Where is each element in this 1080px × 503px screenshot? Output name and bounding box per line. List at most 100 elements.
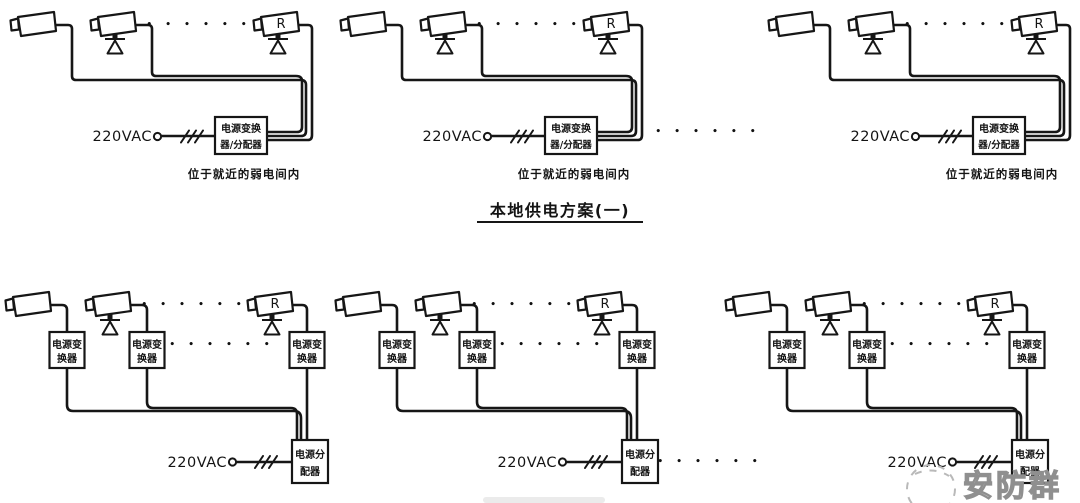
watermark-text: 安防群 (963, 469, 1062, 503)
box-label-line2: 器/分配器 (549, 139, 592, 151)
converter-label-line2: 换器 (857, 352, 878, 365)
terminal-circle (482, 131, 493, 142)
converter-label-line2: 换器 (467, 352, 488, 365)
power-distributor-box (620, 438, 660, 485)
mount-bracket-icon (267, 32, 289, 55)
ellipsis-dots: • • • • • • (499, 340, 604, 350)
box-label-line2: 器/分配器 (219, 139, 262, 151)
ellipsis-dots: • • • • • • (471, 300, 576, 310)
converter-label-line2: 换器 (57, 352, 78, 365)
power-converter-box (128, 330, 166, 370)
camera-icon (847, 10, 896, 38)
power-converter-box (378, 330, 416, 370)
ellipsis-dots: • • • • • • (146, 20, 251, 30)
camera-icon (414, 290, 463, 318)
power-converter-box (618, 330, 656, 370)
power-converter-box (458, 330, 496, 370)
terminal-circle (557, 457, 568, 467)
converter-label-line1: 电源变 (292, 338, 322, 351)
box-label-line1: 电源变换 (221, 122, 262, 135)
mount-bracket-icon (99, 313, 121, 336)
power-distributor-box (290, 438, 330, 485)
voltage-label: 220VAC (851, 129, 910, 145)
camera-icon (89, 10, 138, 38)
ellipsis-dots: • • • • • • (141, 300, 246, 310)
location-caption: 位于就近的弱电间内 (946, 167, 1059, 181)
repeater-label: R (600, 297, 609, 312)
terminal-circle (227, 457, 238, 467)
power-converter-box (768, 330, 806, 370)
converter-label-line2: 换器 (297, 352, 318, 365)
converter-label-line1: 电源变 (772, 338, 802, 351)
power-converter-box (288, 330, 326, 370)
power-distributor-box (1010, 438, 1050, 485)
terminal-circle (910, 131, 921, 142)
converter-distributor-box (213, 115, 269, 156)
converter-label-line2: 换器 (777, 352, 798, 365)
ellipsis-dots: • • • • • • (861, 300, 966, 310)
watermark-swirl-stroke (914, 469, 950, 477)
mount-bracket-icon (429, 313, 451, 336)
mount-bracket-icon (819, 313, 841, 336)
converter-label-line1: 电源变 (52, 338, 82, 351)
scheme-title: 本地供电方案(一) (490, 201, 630, 220)
mount-bracket-icon (434, 32, 456, 55)
cutoff-caption-artifact (483, 497, 605, 503)
converter-distributor-box (543, 115, 599, 156)
camera-icon (334, 290, 383, 318)
ellipsis-dots: • • • • • • (904, 20, 1009, 30)
camera-icon (419, 10, 468, 38)
power-converter-box (1008, 330, 1046, 370)
ellipsis-dots: • • • • • • (889, 340, 994, 350)
converter-label-line2: 换器 (627, 352, 648, 365)
converter-label-line2: 换器 (387, 352, 408, 365)
bottom-group-2: • • • • • • R 电源变 换器 电源变 换器 • • • • • • … (334, 290, 660, 485)
repeater-label: R (276, 17, 285, 32)
converter-distributor-box (971, 115, 1027, 156)
group-separator-dots: • • • • • • (657, 457, 762, 467)
converter-label-line1: 电源变 (382, 338, 412, 351)
voltage-label: 220VAC (498, 455, 557, 471)
voltage-label: 220VAC (423, 129, 482, 145)
mount-bracket-icon (597, 32, 619, 55)
ellipsis-dots: • • • • • • (169, 340, 274, 350)
camera-icon (724, 290, 773, 318)
terminal-circle (947, 457, 958, 467)
converter-label-line1: 电源变 (1012, 338, 1042, 351)
cable-break-icon (254, 455, 278, 469)
cable-break-icon (584, 455, 608, 469)
repeater-label: R (270, 297, 279, 312)
power-wires (54, 23, 314, 142)
location-caption: 位于就近的弱电间内 (518, 167, 631, 181)
power-wires (49, 303, 309, 464)
box-label-line1: 电源变换 (551, 122, 592, 135)
power-wires (384, 23, 644, 142)
power-wires (769, 303, 1029, 464)
distributor-label-line2: 配器 (300, 466, 321, 478)
watermark-swirl-icon (906, 464, 956, 503)
cable-break-icon (510, 129, 534, 144)
distributor-label-line2: 配器 (1020, 466, 1041, 478)
voltage-label: 220VAC (93, 129, 152, 145)
repeater-label: R (606, 17, 615, 32)
ellipsis-dots: • • • • • • (476, 20, 581, 30)
cable-break-icon (180, 129, 204, 144)
power-wires (379, 303, 639, 464)
camera-icon (9, 10, 58, 38)
top-group-1: • • • • • • R 电源变换 器/分配器 220VAC 位于就近的弱电间… (9, 10, 314, 181)
camera-icon (4, 290, 53, 318)
repeater-label: R (1034, 17, 1043, 32)
bottom-group-1: • • • • • • R 电源变 换器 电源变 换器 • • • • • • … (4, 290, 330, 485)
location-caption: 位于就近的弱电间内 (188, 167, 301, 181)
cable-break-icon (974, 455, 998, 469)
bottom-group-3: • • • • • • R 电源变 换器 电源变 换器 • • • • • • … (724, 290, 1050, 485)
converter-label-line1: 电源变 (622, 338, 652, 351)
camera-icon (767, 10, 816, 38)
terminal-circle (152, 131, 163, 142)
converter-label-line2: 换器 (1017, 352, 1038, 365)
box-label-line1: 电源变换 (979, 122, 1020, 135)
mount-bracket-icon (261, 313, 283, 336)
repeater-label: R (990, 297, 999, 312)
